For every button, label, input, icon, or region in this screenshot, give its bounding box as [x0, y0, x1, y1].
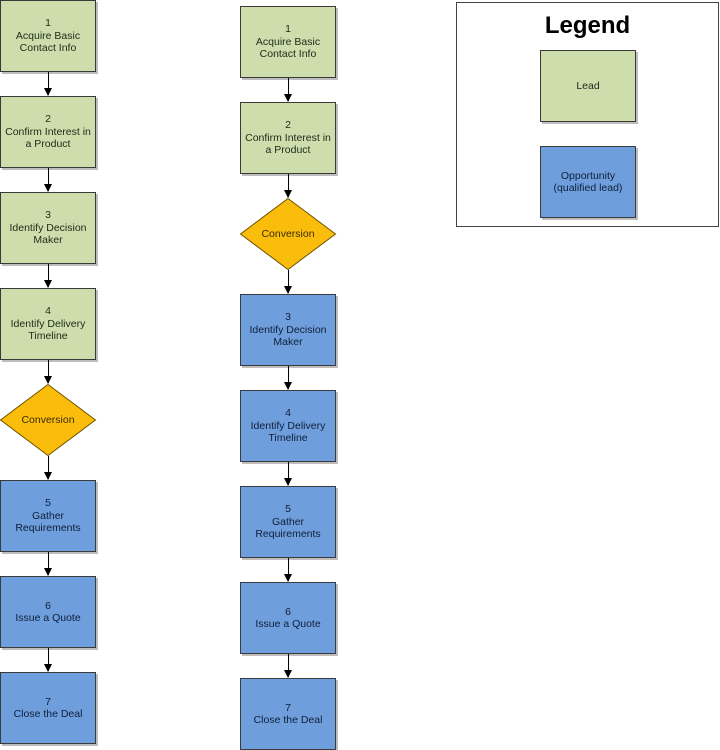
left-step-2: 2 Confirm Interest in a Product	[0, 96, 96, 168]
left-arrow	[44, 552, 52, 576]
left-step-3: 3 Identify Decision Maker	[0, 192, 96, 264]
right-step-5: 4 Identify Delivery Timeline	[240, 390, 336, 462]
left-arrow	[44, 72, 52, 96]
left-step-8: 7 Close the Deal	[0, 672, 96, 744]
right-arrow	[284, 462, 292, 486]
left-arrow	[44, 168, 52, 192]
legend-item-opportunity: Opportunity (qualified lead)	[540, 146, 636, 218]
right-step-7: 6 Issue a Quote	[240, 582, 336, 654]
right-arrow	[284, 270, 292, 294]
left-step-1: 1 Acquire Basic Contact Info	[0, 0, 96, 72]
right-step-6: 5 Gather Requirements	[240, 486, 336, 558]
right-arrow	[284, 654, 292, 678]
left-arrow	[44, 648, 52, 672]
left-step-4: 4 Identify Delivery Timeline	[0, 288, 96, 360]
right-arrow	[284, 366, 292, 390]
right-arrow	[284, 174, 292, 198]
left-conversion-diamond: Conversion	[0, 384, 97, 457]
conversion-diamond-shape	[240, 198, 337, 271]
legend-item-lead: Lead	[540, 50, 636, 122]
right-step-2: 2 Confirm Interest in a Product	[240, 102, 336, 174]
legend: Legend Lead Opportunity (qualified lead)	[456, 2, 719, 227]
left-step-7: 6 Issue a Quote	[0, 576, 96, 648]
conversion-diamond-shape	[0, 384, 97, 457]
right-arrow	[284, 78, 292, 102]
left-arrow	[44, 456, 52, 480]
left-arrow	[44, 264, 52, 288]
legend-title: Legend	[544, 12, 631, 39]
conversion-label: Conversion	[21, 414, 75, 426]
right-conversion-diamond: Conversion	[240, 198, 337, 271]
left-arrow	[44, 360, 52, 384]
left-step-6: 5 Gather Requirements	[0, 480, 96, 552]
conversion-label: Conversion	[261, 228, 315, 240]
right-step-4: 3 Identify Decision Maker	[240, 294, 336, 366]
right-arrow	[284, 558, 292, 582]
right-step-1: 1 Acquire Basic Contact Info	[240, 6, 336, 78]
right-step-8: 7 Close the Deal	[240, 678, 336, 750]
